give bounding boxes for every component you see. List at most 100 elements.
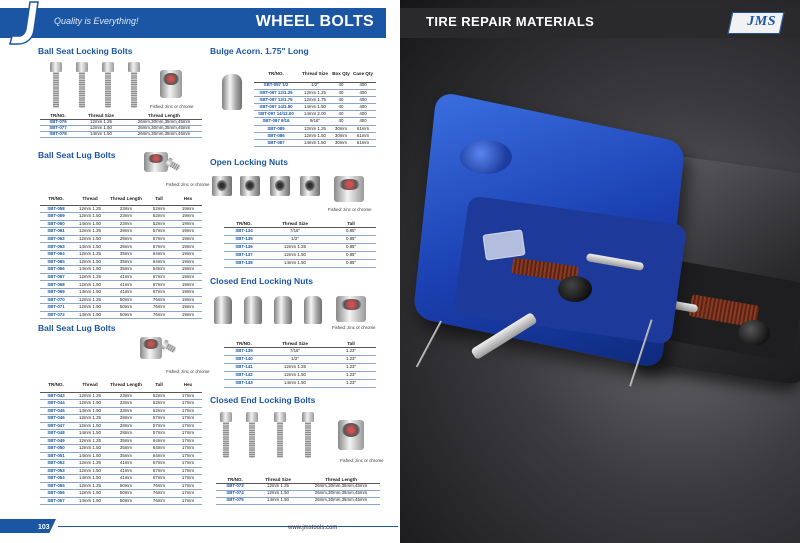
finish-note: Fished: zinc or chrome (150, 104, 194, 109)
table-cell: 35mm (108, 250, 144, 259)
table-cell: 64mm (144, 452, 174, 460)
section-title-open-locking-nuts: Open Locking Nuts (210, 157, 288, 167)
col-header: Thread (72, 378, 108, 393)
right-page: TIRE REPAIR MATERIALS JMS (400, 0, 800, 543)
page-title: WHEEL BOLTS (255, 13, 374, 30)
col-header: Case Qty (350, 66, 376, 83)
table-cell: 12mm 1.50 (298, 132, 332, 141)
table-cell: 7/16" (264, 227, 326, 236)
part-number-cell: SBT-047 (40, 422, 72, 430)
table-cell: 12mm 1.50 (254, 490, 302, 498)
table-cell: 23mm (108, 407, 144, 415)
table-cell: 19mm (174, 258, 202, 267)
table-cell: 57mm (144, 227, 174, 236)
table-cell: 26mm,30mm,35mm,45mm (126, 131, 202, 138)
table-cell: 12mm 1.50 (72, 444, 108, 453)
table-cell: 40 (332, 96, 350, 105)
table-cell: 14mm 1.50 (264, 379, 326, 388)
finish-note: Fished: zinc or chrome (166, 182, 210, 187)
table-cell: 64mm (144, 258, 174, 267)
table-cell: 0.85" (326, 227, 376, 236)
product-image (302, 412, 314, 458)
table-cell: 52mm (144, 212, 174, 221)
table-cell: 28mm (108, 235, 144, 244)
part-number-cell: SBT-044 (40, 399, 72, 408)
finish-note: Fished: zinc or chrome (332, 325, 376, 330)
table-cell: 12mm 1.25 (76, 119, 126, 126)
table-cell: 64mm (144, 250, 174, 259)
table-cell: 50mm (108, 482, 144, 490)
page-number-tab (0, 519, 56, 533)
table-cell: 19mm (174, 242, 202, 252)
table-cell: 400 (350, 103, 376, 112)
table-cell: 12mm 1.25 (72, 205, 108, 214)
table-cell: 35mm (108, 258, 144, 267)
table-cell: 1/2" (264, 355, 326, 364)
table-cell: 1.23" (326, 355, 376, 364)
table-cell: 0.85" (326, 235, 376, 244)
product-image (140, 337, 162, 359)
part-number-cell: SBT-064 (40, 250, 72, 259)
table-cell: 1/2" (264, 235, 326, 244)
part-number-cell: SBT-074 (216, 490, 254, 498)
table-cell: 76mm (144, 303, 174, 312)
product-image (246, 412, 258, 458)
col-header: Box Qty (332, 66, 350, 83)
table-cell: 52mm (144, 220, 174, 229)
part-number-cell: SBT-067 (40, 273, 72, 282)
table-cell: 61mm (350, 132, 376, 141)
table-cell: 30mm (332, 139, 350, 148)
table-cell: 1.23" (326, 379, 376, 388)
col-header: TR/NO. (224, 340, 264, 348)
table-cell: 17mm (174, 497, 202, 505)
product-image (244, 296, 262, 324)
part-number-cell: SBT-138 (224, 259, 264, 268)
table-cell: 19mm (174, 205, 202, 214)
part-number-cell: SBT-045 (40, 407, 72, 415)
part-number-cell: SBT-066 (40, 265, 72, 274)
table-cell: 50mm (108, 296, 144, 305)
col-header: Hex (174, 378, 202, 393)
cement-tube-image (738, 320, 770, 346)
jms-j-mark-icon (9, 1, 39, 45)
jms-logo: JMS (747, 14, 776, 29)
table-cell: 12mm 1.25 (264, 363, 326, 372)
part-number-cell: SBT-053 (40, 467, 72, 475)
part-number-cell: SBT-137 (224, 251, 264, 260)
table-cell: 67mm (144, 459, 174, 468)
website-link[interactable]: www.jmstools.com (288, 525, 338, 531)
table-cell: 12mm 1.50 (76, 125, 126, 132)
table-cell: 14mm 1.50 (72, 429, 108, 438)
table-cell: 12mm 1.25 (72, 482, 108, 490)
spec-table: TR/NO. Thread Size Box Qty Case Qty SBT-… (254, 66, 376, 148)
table-cell: 28mm (108, 429, 144, 438)
table-cell: 17mm (174, 482, 202, 490)
table-cell: 19mm (174, 288, 202, 297)
product-image (222, 74, 242, 110)
table-cell: 1.23" (326, 371, 376, 380)
part-number-cell: SBT-069 (40, 288, 72, 297)
table-cell: 57mm (144, 242, 174, 252)
table-cell: 400 (350, 117, 376, 126)
table-cell: 50mm (108, 489, 144, 498)
table-cell: 12mm 1.50 (264, 251, 326, 260)
table-cell: 17mm (174, 407, 202, 415)
table-cell: 12mm 1.25 (72, 296, 108, 305)
table-cell: 67mm (144, 288, 174, 297)
table-cell: 12mm 1.50 (72, 303, 108, 312)
